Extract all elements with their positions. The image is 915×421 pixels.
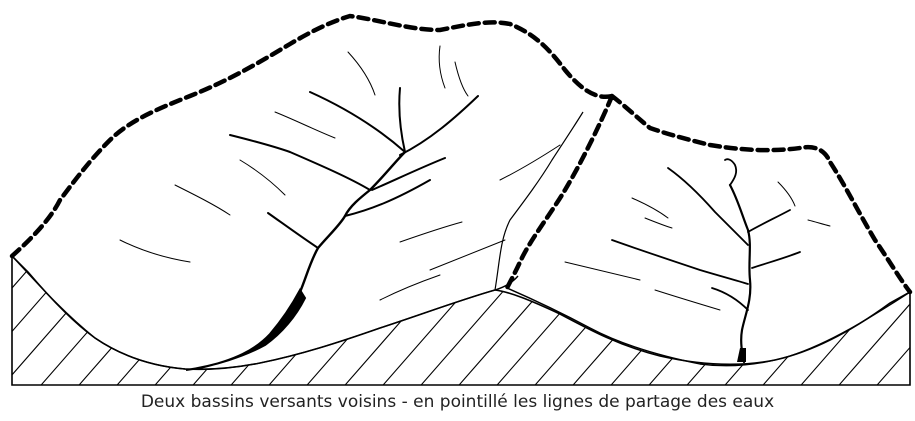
right-basin-slope-strokes bbox=[565, 182, 830, 310]
left-basin-main-river bbox=[300, 152, 405, 292]
right-basin-outlet bbox=[737, 348, 746, 362]
left-basin-tributaries bbox=[230, 88, 478, 248]
right-basin-main-river bbox=[730, 185, 750, 362]
right-basin-tributaries bbox=[612, 159, 800, 310]
left-basin-slope-strokes bbox=[120, 46, 560, 300]
watershed-divide-left bbox=[12, 16, 612, 256]
ground-hatched-area bbox=[0, 240, 915, 400]
figure-caption: Deux bassins versants voisins - en point… bbox=[0, 392, 915, 412]
